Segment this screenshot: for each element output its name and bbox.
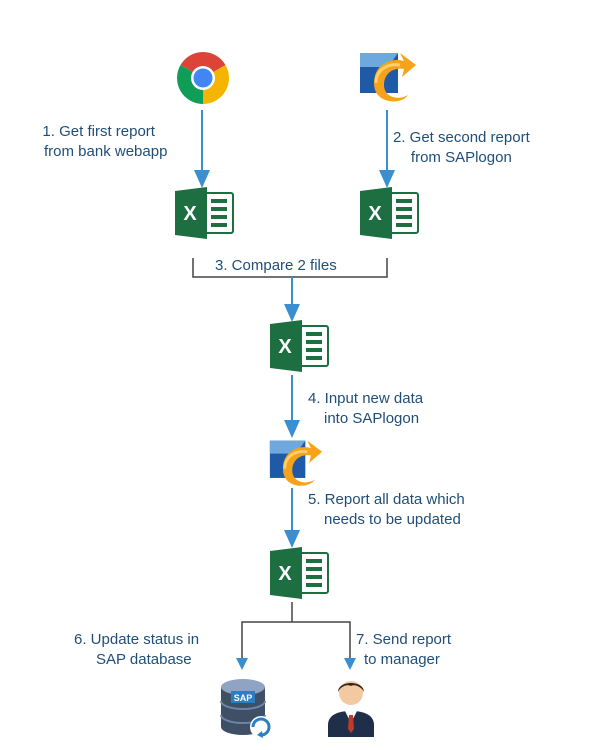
arrowhead-step-6: [236, 658, 248, 670]
step-7-line-1: 7. Send report: [356, 631, 452, 648]
svg-text:X: X: [183, 203, 197, 225]
step-3-line-1: 3. Compare 2 files: [215, 257, 337, 274]
split-bar: [241, 621, 351, 660]
sap-logon-icon: [360, 53, 416, 102]
sap-database-icon: SAP: [220, 679, 272, 738]
excel-icon-sap-report: X: [360, 187, 419, 239]
excel-icon-bank-report: X: [175, 187, 234, 239]
step-7-line-2: to manager: [364, 651, 440, 668]
step-6-line-2: SAP database: [96, 651, 192, 668]
step-3-label: 3. Compare 2 files: [215, 256, 337, 276]
step-2-line-2: from SAPlogon: [410, 149, 512, 166]
step-5-line-2: needs to be updated: [324, 511, 461, 528]
step-4-line-1: 4. Input new data: [308, 390, 424, 407]
svg-text:X: X: [278, 563, 292, 585]
excel-icon-comparison: X: [270, 320, 329, 372]
step-7-label: 7. Send report to manager: [356, 630, 451, 670]
svg-text:X: X: [278, 336, 292, 358]
step-6-line-1: 6. Update status in: [74, 631, 200, 648]
step-5-line-1: 5. Report all data which: [308, 491, 465, 508]
sap-db-label: SAP: [234, 693, 253, 703]
merge-bracket: [192, 258, 388, 278]
sap-logon-icon: [269, 440, 323, 486]
svg-text:X: X: [368, 203, 382, 225]
step-1-line-2: from bank webapp: [44, 143, 168, 160]
step-1-line-1: 1. Get first report: [42, 123, 155, 140]
step-5-label: 5. Report all data which needs to be upd…: [308, 490, 465, 530]
step-4-label: 4. Input new data into SAPlogon: [308, 389, 423, 429]
chrome-icon: [177, 52, 229, 104]
step-6-label: 6. Update status in SAP database: [74, 630, 199, 670]
manager-avatar-icon: [328, 681, 374, 737]
step-4-line-2: into SAPlogon: [324, 410, 420, 427]
step-1-label: 1. Get first report from bank webapp: [30, 122, 167, 162]
excel-icon-update-report: X: [270, 547, 329, 599]
step-2-label: 2. Get second report from SAPlogon: [393, 128, 530, 168]
step-2-line-1: 2. Get second report: [393, 129, 530, 146]
arrowhead-step-7: [344, 658, 356, 670]
